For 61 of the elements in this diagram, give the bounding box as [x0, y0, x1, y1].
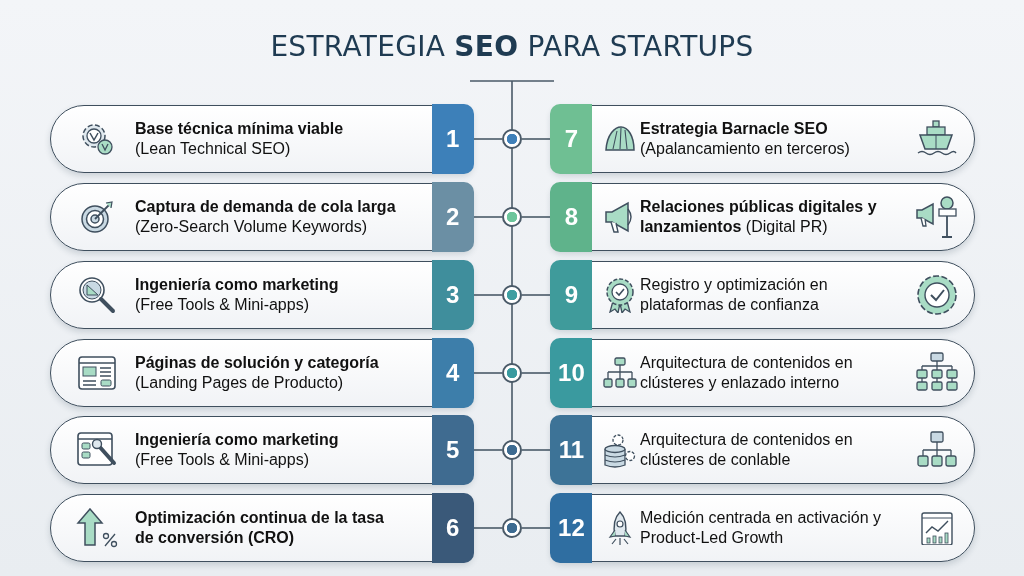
step-number: 6 [431, 493, 474, 563]
timeline-dot [502, 363, 522, 383]
step-subtitle: (Free Tools & Mini-apps) [135, 295, 310, 315]
step-number: 12 [550, 493, 593, 563]
step-title: Estrategia Barnacle SEO [640, 119, 829, 139]
step-subtitle: (Free Tools & Mini-apps) [135, 450, 310, 470]
connector-line [521, 372, 552, 374]
step-card [50, 183, 473, 251]
timeline-dot [502, 285, 522, 305]
step-number: 7 [550, 104, 593, 174]
title: ESTRATEGIA SEO PARA STARTUPS [269, 30, 755, 63]
step-subtitle: (Lean Technical SEO) [135, 139, 292, 159]
step-number: 10 [550, 338, 593, 408]
connector-line [472, 449, 503, 451]
step-card [50, 416, 473, 484]
step-subtitle: (Zero-Search Volume Keywords) [135, 217, 369, 237]
step-title: Relaciones públicas digitales y lanzamientos (Digital PR) [640, 197, 878, 237]
timeline-dot [502, 129, 522, 149]
step-card [551, 339, 975, 407]
connector-line [521, 138, 552, 140]
step-card [50, 494, 473, 562]
step-number: 3 [431, 260, 474, 330]
step-card [551, 105, 975, 173]
timeline-dot [502, 440, 522, 460]
connector-line [521, 216, 552, 218]
connector-line [472, 294, 503, 296]
step-title: Páginas de solución y categoría [135, 353, 380, 373]
step-subtitle: (Landing Pages de Producto) [135, 373, 345, 393]
step-number: 2 [431, 182, 474, 252]
step-title: Registro y optimización en plataformas de confianza [640, 275, 829, 315]
step-number: 8 [550, 182, 593, 252]
step-title: Ingeniería como marketing [135, 275, 340, 295]
connector-line [521, 294, 552, 296]
step-title: Arquitectura de contenidos en clústeres de conlable [640, 430, 854, 470]
connector-line [472, 527, 503, 529]
step-title: Ingeniería como marketing [135, 430, 340, 450]
step-title: Base técnica mínima viable [135, 119, 345, 139]
connector-line [472, 138, 503, 140]
step-number: 4 [431, 338, 474, 408]
connector-line [472, 216, 503, 218]
step-card [551, 494, 975, 562]
step-card [50, 105, 473, 173]
step-number: 9 [550, 260, 593, 330]
connector-line [521, 527, 552, 529]
step-number: 11 [550, 415, 593, 485]
step-title: Captura de demanda de cola larga [135, 197, 397, 217]
timeline-dot [502, 207, 522, 227]
step-subtitle: (Apalancamiento en terceros) [640, 139, 851, 159]
timeline-dot [502, 518, 522, 538]
step-card [551, 416, 975, 484]
connector-line [472, 372, 503, 374]
connector-line [521, 449, 552, 451]
step-card [551, 261, 975, 329]
step-title: Optimización continua de la tasa de conversión (CRO) [135, 508, 385, 548]
step-title: Arquitectura de contenidos en clústeres y enlazado interno [640, 353, 854, 393]
step-number: 1 [431, 104, 474, 174]
step-number: 5 [431, 415, 474, 485]
step-card [50, 339, 473, 407]
step-title: Medición centrada en activación y Product-Led Growth [640, 508, 883, 548]
step-card [50, 261, 473, 329]
step-card [551, 183, 975, 251]
